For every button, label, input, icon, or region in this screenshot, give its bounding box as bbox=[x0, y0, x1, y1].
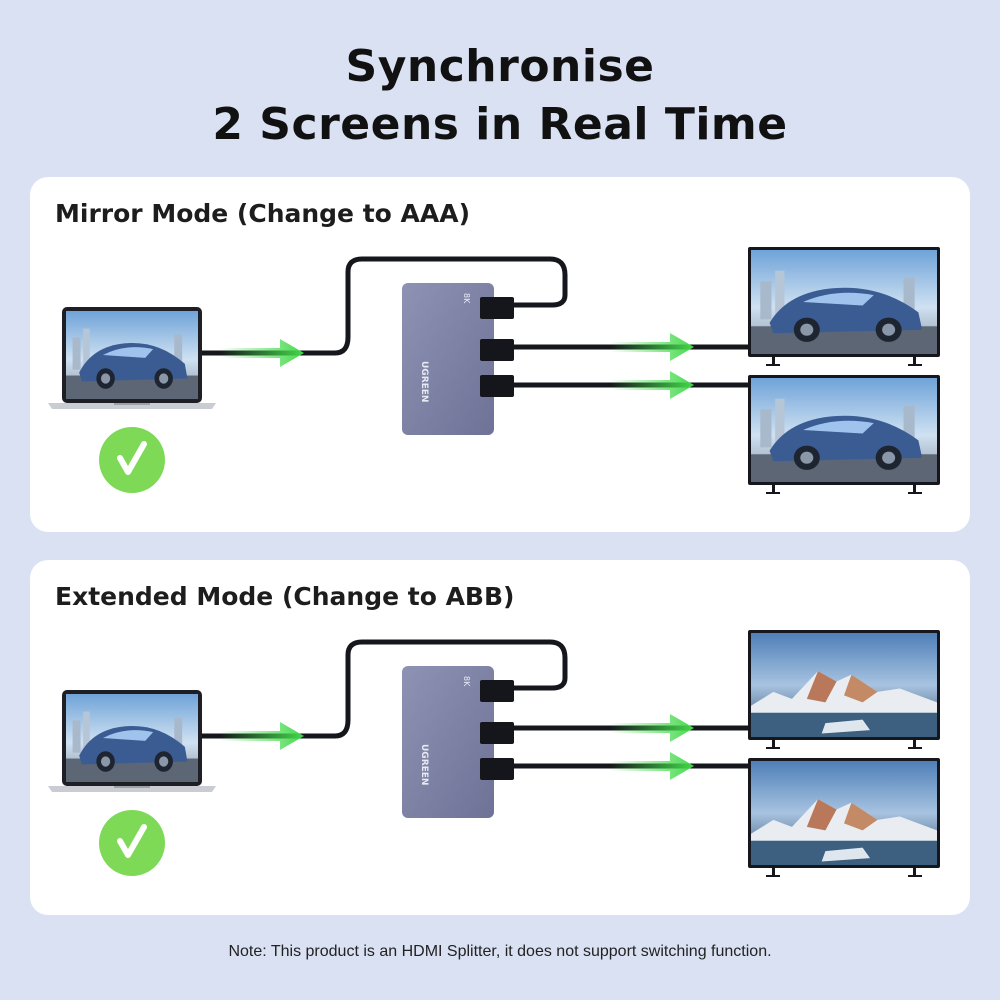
extended-mode-label: Extended Mode (Change to ABB) bbox=[55, 582, 515, 611]
input-cable bbox=[202, 256, 568, 356]
tv-screen-1 bbox=[748, 247, 940, 366]
input-arrow-icon bbox=[220, 339, 304, 367]
mirror-mode-panel: Mirror Mode (Change to AAA) bbox=[30, 177, 970, 532]
mirror-mode-label: Mirror Mode (Change to AAA) bbox=[55, 199, 471, 228]
output-arrow-icon bbox=[610, 371, 694, 399]
input-arrow-icon bbox=[220, 722, 304, 750]
title-line-2: 2 Screens in Real Time bbox=[212, 99, 788, 150]
extended-mode-diagram: UGREEN 8K bbox=[30, 630, 940, 915]
mirror-mode-diagram: UGREEN 8K bbox=[30, 247, 940, 532]
output-arrow-icon bbox=[610, 752, 694, 780]
output-arrow-icon bbox=[610, 714, 694, 742]
tv-screen-2 bbox=[748, 758, 940, 877]
laptop-icon bbox=[48, 690, 216, 792]
title-line-1: Synchronise bbox=[345, 41, 655, 92]
check-circle-icon bbox=[99, 810, 165, 876]
extended-mode-panel: Extended Mode (Change to ABB) UGREEN 8K bbox=[30, 560, 970, 915]
check-circle-icon bbox=[99, 427, 165, 493]
disclaimer-note: Note: This product is an HDMI Splitter, … bbox=[228, 943, 772, 960]
tv-screen-2 bbox=[748, 375, 940, 494]
laptop-icon bbox=[48, 307, 216, 409]
page-title: Synchronise 2 Screens in Real Time bbox=[0, 38, 1000, 154]
hdmi-splitter-device: UGREEN 8K bbox=[402, 283, 514, 435]
tv-screen-1 bbox=[748, 630, 940, 749]
device-brand: UGREEN bbox=[419, 361, 429, 402]
device-brand: UGREEN bbox=[419, 744, 429, 785]
hdmi-splitter-device: UGREEN 8K bbox=[402, 666, 514, 818]
input-cable bbox=[202, 639, 568, 739]
device-resolution: 8K bbox=[462, 293, 471, 304]
device-resolution: 8K bbox=[462, 676, 471, 687]
output-arrow-icon bbox=[610, 333, 694, 361]
